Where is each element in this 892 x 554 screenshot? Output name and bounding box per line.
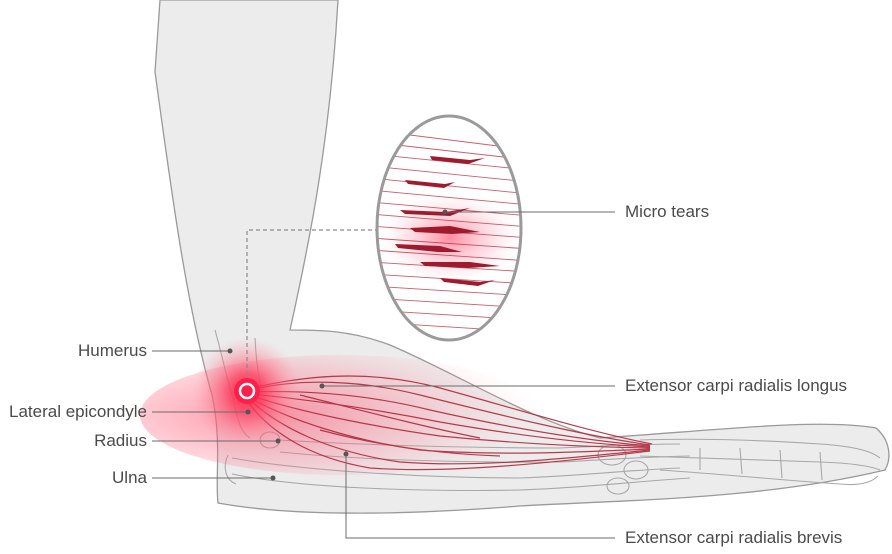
magnified-view [370,116,530,340]
label-micro-tears: Micro tears [625,202,709,222]
label-lateral-epicondyle: Lateral epicondyle [9,402,147,422]
label-ecr-longus: Extensor carpi radialis longus [625,376,847,396]
label-radius: Radius [94,431,147,451]
inflammation-core [234,378,260,404]
label-ecr-brevis: Extensor carpi radialis brevis [625,528,842,548]
label-ulna: Ulna [112,468,147,488]
label-humerus: Humerus [78,341,147,361]
